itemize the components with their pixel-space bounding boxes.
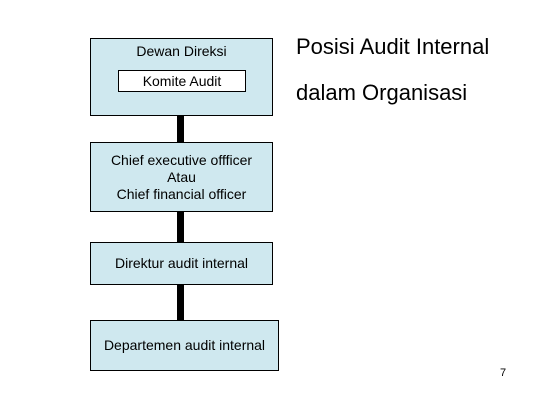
slide-title-line-1: Posisi Audit Internal <box>296 34 490 59</box>
connector-board-ceo <box>177 116 184 142</box>
page-number: 7 <box>500 367 507 379</box>
slide-title-line-2: dalam Organisasi <box>296 80 468 105</box>
connector-director-dept <box>177 285 184 320</box>
director-label: Direktur audit internal <box>114 255 249 271</box>
or-label: Atau <box>167 168 196 185</box>
ceo-cfo-box: Chief executive offficer Atau Chief fina… <box>90 142 273 212</box>
department-label: Departemen audit internal <box>103 337 266 353</box>
ceo-label: Chief executive offficer <box>110 151 253 168</box>
cfo-label: Chief financial officer <box>116 185 247 202</box>
connector-ceo-director <box>177 212 184 242</box>
board-of-directors-box: Dewan Direksi Komite Audit <box>90 38 273 116</box>
internal-audit-director-box: Direktur audit internal <box>90 242 273 285</box>
internal-audit-department-box: Departemen audit internal <box>90 320 279 371</box>
audit-committee-box: Komite Audit <box>118 70 246 92</box>
board-label: Dewan Direksi <box>136 43 227 59</box>
